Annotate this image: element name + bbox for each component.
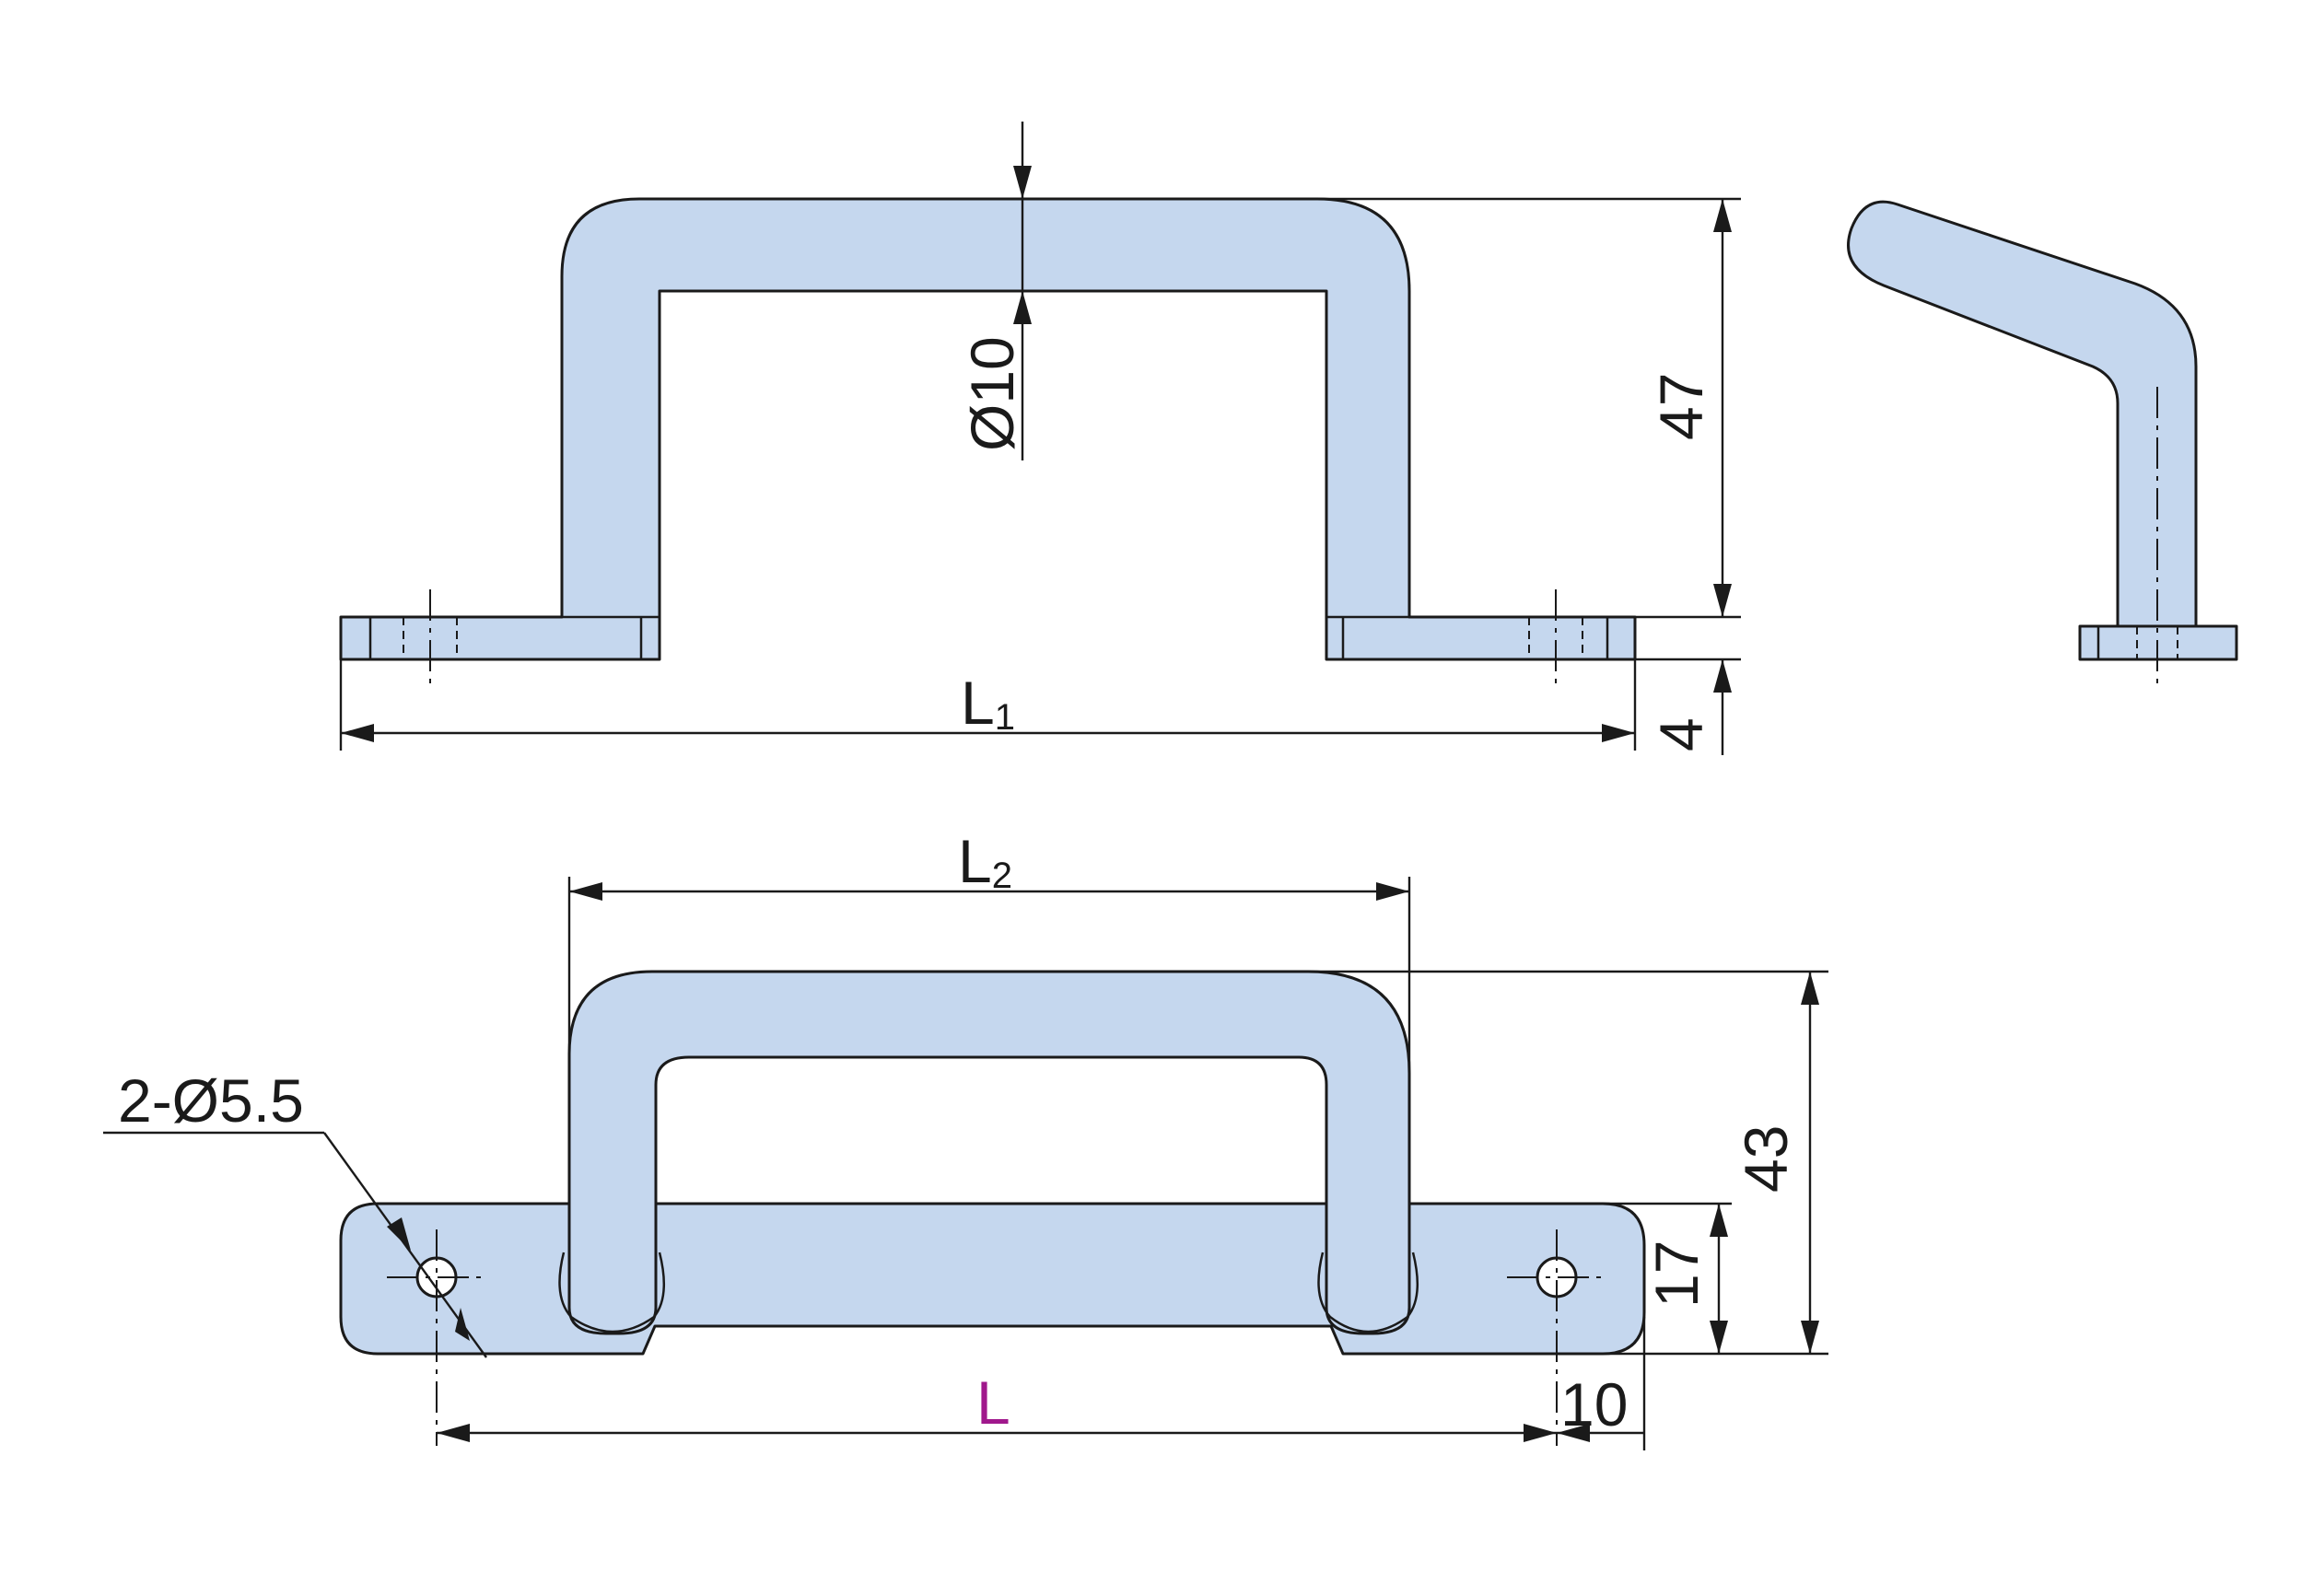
holes-leader-arrow-bottom	[455, 1308, 470, 1341]
plate-width-label: 17	[1642, 1240, 1711, 1308]
top-view: L2 2-Ø5.5 43 17 10 L	[103, 827, 1828, 1450]
height-bottom-label: 43	[1732, 1125, 1800, 1193]
holes-label: 2-Ø5.5	[118, 1066, 304, 1135]
front-view-handle	[339, 197, 1637, 661]
length-2-label: L2	[958, 827, 1012, 896]
plate-width-arrow-down	[1710, 1321, 1728, 1354]
height-top-arrow-down	[1713, 584, 1732, 617]
diameter-arrow-bottom	[1013, 291, 1032, 324]
length-1-label: L1	[961, 669, 1015, 738]
holes-leader-arrow-top	[387, 1217, 411, 1251]
top-view-handle	[567, 970, 1411, 1335]
length-total-arrow-left	[437, 1424, 470, 1442]
plate-width-arrow-up	[1710, 1204, 1728, 1237]
side-view	[1847, 200, 2238, 691]
diameter-arrow-top	[1013, 166, 1032, 199]
length-2-arrow-right	[1376, 882, 1409, 901]
length-1-arrow-left	[341, 724, 374, 742]
plate-thickness-arrow	[1713, 659, 1732, 693]
height-bottom-arrow-up	[1801, 972, 1819, 1005]
length-2-subscript: 2	[992, 856, 1012, 896]
diameter-rod-label: Ø10	[958, 336, 1026, 451]
top-view-plate	[339, 1202, 1646, 1356]
hole-offset-arrow-right	[1557, 1424, 1590, 1442]
length-1-subscript: 1	[995, 697, 1015, 738]
length-1-letter: L	[961, 669, 995, 737]
length-1-arrow-right	[1602, 724, 1635, 742]
height-bottom-arrow-down	[1801, 1321, 1819, 1354]
top-view-bend-right	[1317, 1252, 1419, 1333]
height-top-label: 47	[1647, 373, 1715, 440]
height-top-arrow-up	[1713, 199, 1732, 232]
side-view-handle	[1847, 200, 2198, 628]
hole-offset-label: 10	[1560, 1370, 1628, 1438]
length-2-arrow-left	[569, 882, 602, 901]
length-2-letter: L	[958, 827, 992, 895]
length-total-label: L	[976, 1368, 1010, 1437]
plate-thickness-label: 4	[1647, 717, 1715, 751]
top-view-bend-left	[558, 1252, 665, 1333]
front-view: Ø10 47 4 L1	[339, 122, 1741, 755]
length-total-arrow-right	[1524, 1424, 1557, 1442]
